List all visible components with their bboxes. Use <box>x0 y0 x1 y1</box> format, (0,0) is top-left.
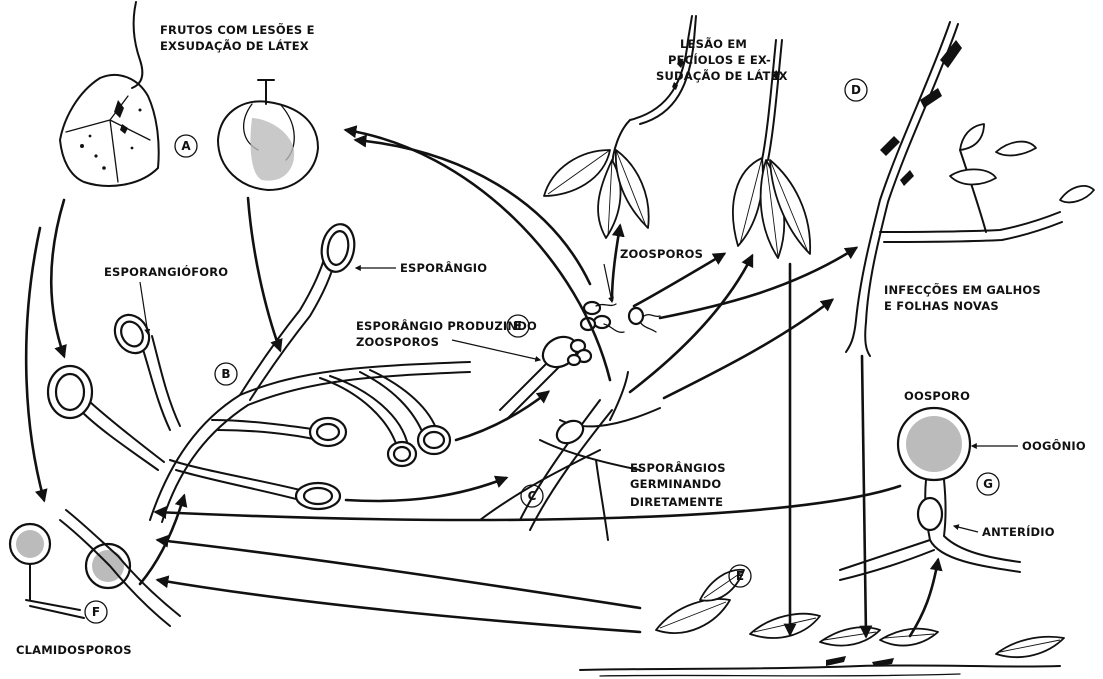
marker-d: D <box>845 79 867 101</box>
marker-c: C <box>521 485 543 507</box>
marker-f: F <box>85 601 107 623</box>
label-infeccoes-line1: INFECÇÕES EM GALHOS <box>884 282 1041 297</box>
label-frutos-line1: FRUTOS COM LESÕES E <box>160 22 315 37</box>
svg-text:G: G <box>983 477 993 491</box>
label-oogonio: OOGÔNIO <box>1022 438 1086 453</box>
label-esp-prod-line2: ZOOSPOROS <box>356 335 439 349</box>
label-zoosporos: ZOOSPOROS <box>620 247 703 261</box>
label-lesao-line2: PECÍOLOS E EX- <box>668 52 771 67</box>
svg-text:C: C <box>528 489 537 503</box>
sporangia-germinating-directly <box>480 372 660 540</box>
marker-b: B <box>215 363 237 385</box>
label-oosporo: OOSPORO <box>904 389 970 403</box>
marker-g: G <box>977 473 999 495</box>
label-esporangioforo: ESPORANGIÓFORO <box>104 264 228 279</box>
label-lesao-line1: LESÃO EM <box>680 36 747 51</box>
sporangium-producing-zoospores <box>500 331 591 418</box>
lesioned-fruit-left <box>60 2 159 186</box>
lesioned-fruit-right <box>218 80 318 190</box>
label-esp-germ-line2: GERMINANDO <box>630 477 721 491</box>
label-frutos-line2: EXSUDAÇÃO DE LÁTEX <box>160 38 309 53</box>
label-lesao-line3: SUDAÇÃO DE LÁTEX <box>656 68 788 83</box>
label-clamidosporos: CLAMIDOSPOROS <box>16 643 132 657</box>
svg-text:E: E <box>514 319 522 333</box>
svg-text:D: D <box>851 83 861 97</box>
marker-a: A <box>175 135 197 157</box>
label-esporangio: ESPORÂNGIO <box>400 260 487 275</box>
svg-text:A: A <box>181 139 191 153</box>
label-esp-germ-line1: ESPORÂNGIOS <box>630 460 726 475</box>
label-esp-prod-line1: ESPORÂNGIO PRODUZINDO <box>356 318 537 333</box>
label-esp-germ-line3: DIRETAMENTE <box>630 495 723 509</box>
svg-text:B: B <box>221 367 230 381</box>
label-anteridio: ANTERÍDIO <box>982 524 1055 539</box>
svg-text:F: F <box>92 605 100 619</box>
leaf-litter-soil <box>580 570 1064 676</box>
svg-text:E: E <box>736 569 744 583</box>
diagram-labels: FRUTOS COM LESÕES E EXSUDAÇÃO DE LÁTEX L… <box>16 22 1086 657</box>
label-infeccoes-line2: E FOLHAS NOVAS <box>884 299 999 313</box>
